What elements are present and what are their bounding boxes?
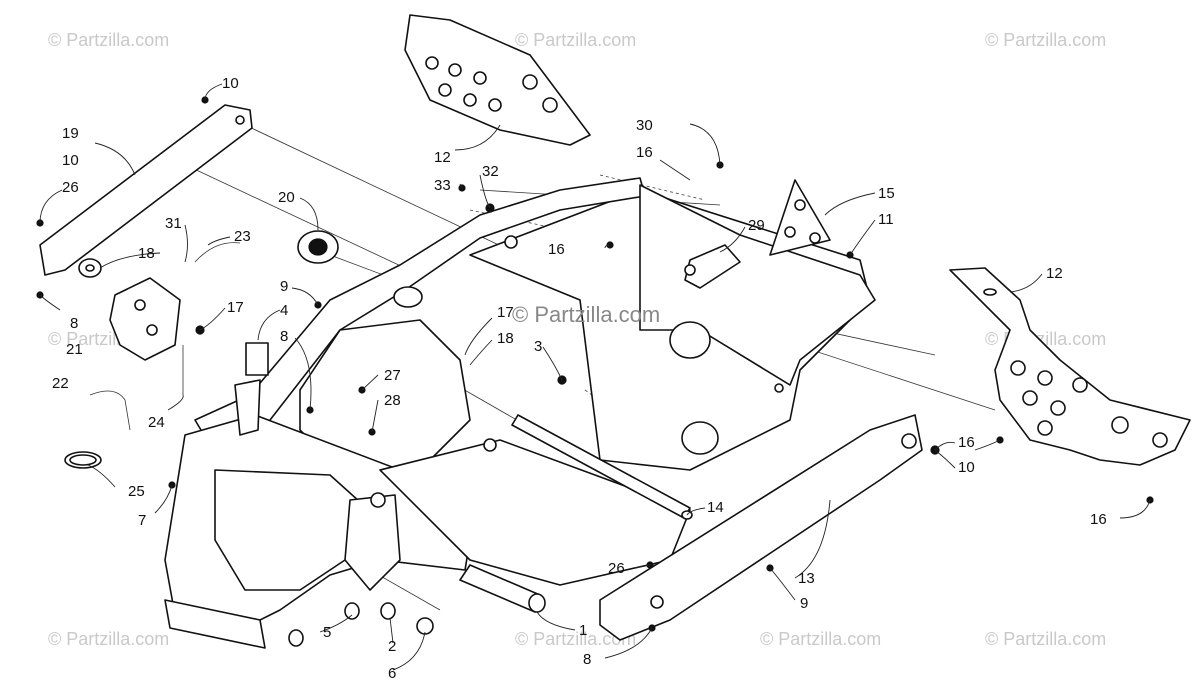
callout-leaders — [39, 83, 1151, 671]
callout-number: 14 — [707, 499, 724, 516]
side-rail-hole — [650, 595, 664, 609]
callout-number: 30 — [636, 117, 653, 134]
callout-number: 26 — [62, 179, 79, 196]
watermark: © Partzilla.com — [985, 30, 1106, 50]
watermark: © Partzilla.com — [515, 30, 636, 50]
mount-bracket — [684, 244, 741, 289]
callout-number: 10 — [222, 75, 239, 92]
callout-number: 19 — [62, 125, 79, 142]
callout-number: 8 — [70, 315, 78, 332]
callout-number: 12 — [434, 149, 451, 166]
steering-tube — [245, 342, 269, 376]
watermark: © Partzilla.com — [515, 629, 636, 649]
callout-number: 9 — [280, 278, 288, 295]
cross-shaft — [511, 414, 691, 519]
watermark: © Partzilla.com — [985, 629, 1106, 649]
callout-number: 4 — [280, 302, 288, 319]
callout-number: 2 — [388, 638, 396, 655]
callout-number: 23 — [234, 228, 251, 245]
callout-number: 16 — [636, 144, 653, 161]
upper-skid-plate — [404, 14, 591, 146]
right-side-rail — [599, 414, 923, 641]
callout-number: 16 — [1090, 511, 1107, 528]
right-skid-plate-holes — [1010, 360, 1168, 448]
callout-number: 9 — [800, 595, 808, 612]
watermark: © Partzilla.com — [760, 629, 881, 649]
bulkhead-opening — [214, 469, 381, 591]
side-rail-hole — [901, 433, 917, 449]
center-watermark: © Partzilla.com — [512, 302, 660, 327]
callout-number: 15 — [878, 185, 895, 202]
frame-holes — [370, 235, 784, 508]
upper-skid-plate-holes — [425, 56, 558, 113]
callout-number: 18 — [138, 245, 155, 262]
callout-number: 7 — [138, 512, 146, 529]
steering-post — [234, 379, 261, 436]
callout-number: 11 — [878, 211, 894, 228]
callout-number: 8 — [583, 651, 591, 668]
callout-number: 31 — [165, 215, 182, 232]
callout-number: 1 — [579, 622, 587, 639]
callout-number: 10 — [62, 152, 79, 169]
chassis-frame — [164, 177, 876, 649]
front-base-plate — [164, 599, 266, 649]
hose — [194, 242, 241, 263]
steering-post-mount — [344, 494, 401, 591]
right-skid-plate — [949, 267, 1191, 466]
callout-number: 13 — [798, 570, 815, 587]
callout-number: 26 — [608, 560, 625, 577]
callout-number: 12 — [1046, 265, 1063, 282]
callout-number: 29 — [748, 217, 765, 234]
callout-number: 33 — [434, 177, 451, 194]
callout-number: 18 — [497, 330, 514, 347]
callout-number: 6 — [388, 665, 396, 682]
callout-number: 25 — [128, 483, 145, 500]
callout-number: 32 — [482, 163, 499, 180]
fuel-pump-body — [109, 277, 181, 361]
watermark-layer: © Partzilla.com © Partzilla.com © Partzi… — [48, 30, 1106, 649]
callout-number: 16 — [548, 241, 565, 258]
callout-number: 10 — [958, 459, 975, 476]
callout-number: 5 — [323, 624, 331, 641]
callout-labels: 10 19 10 26 31 18 23 20 9 4 8 17 8 21 22… — [52, 75, 1107, 682]
callout-number: 16 — [958, 434, 975, 451]
callout-number: 17 — [497, 304, 514, 321]
callout-number: 21 — [66, 341, 83, 358]
watermark: © Partzilla.com — [48, 30, 169, 50]
callout-number: 17 — [227, 299, 244, 316]
hose — [89, 390, 131, 431]
callout-number: 22 — [52, 375, 69, 392]
skid-plate-slot — [983, 288, 997, 296]
callout-number: 20 — [278, 189, 295, 206]
callout-number: 28 — [384, 392, 401, 409]
upper-cross-bar — [39, 104, 253, 276]
callout-number: 27 — [384, 367, 401, 384]
callout-number: 24 — [148, 414, 165, 431]
triangle-bracket — [769, 179, 831, 256]
watermark: © Partzilla.com — [48, 629, 169, 649]
callout-number: 8 — [280, 328, 288, 345]
callout-number: 3 — [534, 338, 542, 355]
spacer-washers — [288, 602, 434, 647]
